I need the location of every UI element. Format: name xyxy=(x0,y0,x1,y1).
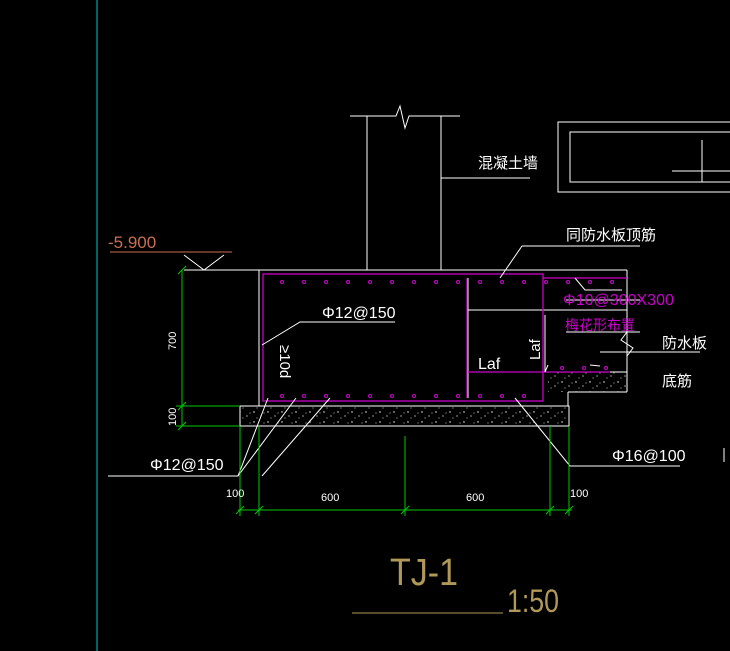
tie-pattern-label: 梅花形布置 xyxy=(565,317,635,333)
detail-title: TJ-1 xyxy=(390,552,458,594)
dim-bottom-3: 600 xyxy=(466,492,484,504)
rebar-dot xyxy=(323,279,329,285)
bottom-bar-label: 底筋 xyxy=(662,373,692,390)
rebar-dot xyxy=(389,279,395,285)
rebar-dot xyxy=(411,393,417,399)
tie-spec-label: Φ10@300X300 xyxy=(563,292,674,309)
rebar-dot xyxy=(603,365,609,371)
main-bar-label: Φ16@100 xyxy=(612,448,686,465)
rebar-dot xyxy=(433,279,439,285)
rebar-dot xyxy=(499,393,505,399)
rebar-dot xyxy=(345,279,351,285)
lap-arrow xyxy=(544,315,549,373)
slab-cushion xyxy=(548,372,627,392)
rebar-dot xyxy=(301,393,307,399)
concrete-wall xyxy=(350,104,530,270)
rebar-dot xyxy=(521,393,527,399)
rebar-dot xyxy=(559,365,565,371)
rebar-dot xyxy=(345,393,351,399)
dim-bottom-4: 100 xyxy=(570,488,588,500)
rebar-dot xyxy=(389,393,395,399)
rebar-dot xyxy=(581,365,587,371)
lap-label-vertical: Laf xyxy=(527,338,544,360)
top-bar-label: 同防水板顶筋 xyxy=(566,226,656,244)
leader-lines xyxy=(108,245,700,477)
dim-bottom-1: 100 xyxy=(226,488,244,500)
rebar-dot xyxy=(477,393,483,399)
elevation-value: -5.900 xyxy=(108,233,156,252)
rebar-dot xyxy=(323,393,329,399)
rebar-dot xyxy=(279,279,285,285)
cushion-layer xyxy=(239,405,570,427)
horizontal-dimension xyxy=(235,426,574,516)
rebar-bars xyxy=(279,279,615,399)
rebar-dot xyxy=(587,279,593,285)
rebar-dot xyxy=(521,279,527,285)
rebar-dot xyxy=(411,279,417,285)
vertical-dimension xyxy=(176,265,240,431)
rebar-dot xyxy=(433,393,439,399)
detail-scale: 1:50 xyxy=(507,583,559,619)
rebar-dot xyxy=(455,279,461,285)
rebar-bottom-label: Φ12@150 xyxy=(150,457,224,474)
rebar-dot xyxy=(499,279,505,285)
rebar-dot xyxy=(609,279,615,285)
elevation-marker: -5.900 xyxy=(108,233,262,271)
rebar-top-label: Φ12@150 xyxy=(322,305,396,322)
rebar-dot xyxy=(565,279,571,285)
slab-label: 防水板 xyxy=(662,334,707,352)
wall-label: 混凝土墙 xyxy=(478,155,538,172)
adjacent-element xyxy=(557,121,730,193)
rebar-dot xyxy=(279,393,285,399)
dim-bottom-2: 600 xyxy=(321,492,339,504)
lap-label-horizontal: Laf xyxy=(478,356,501,373)
lap-label-left: ≥10d xyxy=(276,345,293,378)
rebar-dot xyxy=(367,393,373,399)
rebar-dot xyxy=(367,279,373,285)
rebar-dot xyxy=(477,279,483,285)
dim-height-base: 100 xyxy=(167,408,179,426)
rebar-cage xyxy=(262,273,627,402)
rebar-dot xyxy=(301,279,307,285)
rebar-dot xyxy=(543,279,549,285)
dim-height-main: 700 xyxy=(167,332,179,350)
rebar-dot xyxy=(455,393,461,399)
